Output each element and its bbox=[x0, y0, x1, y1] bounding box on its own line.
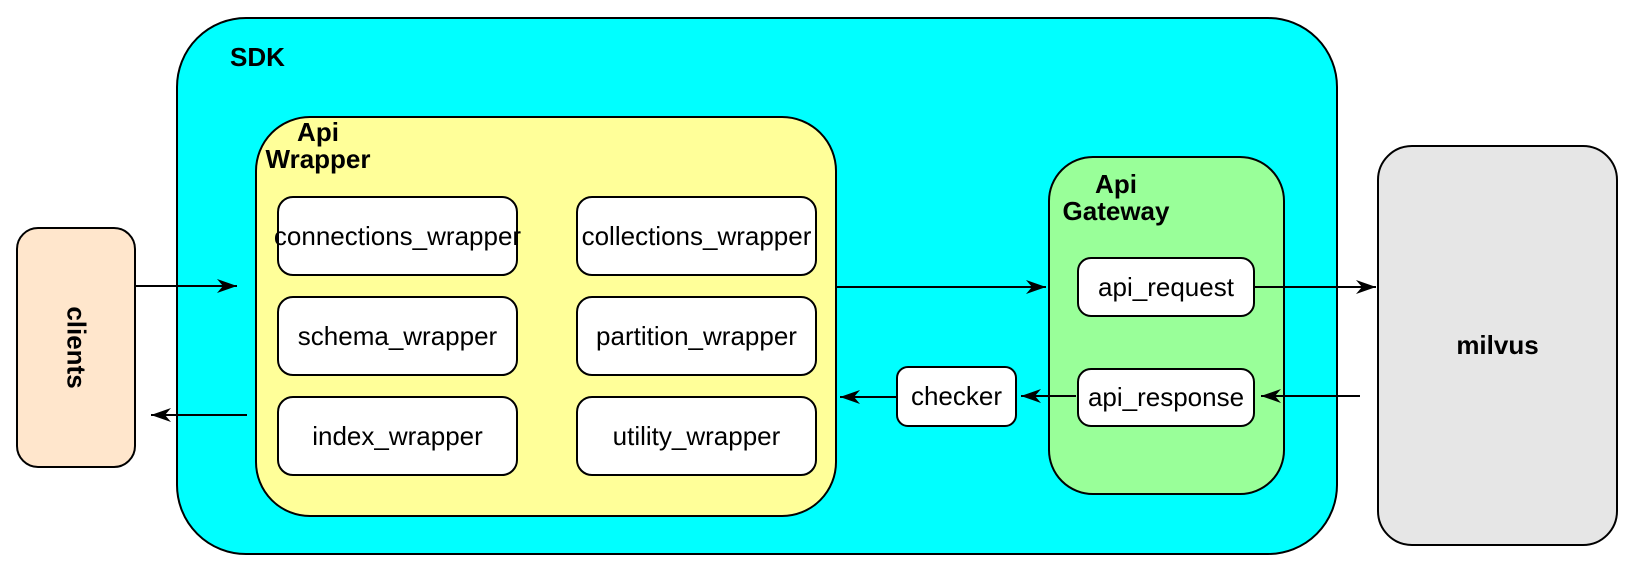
node-api-gateway bbox=[1048, 156, 1285, 495]
partition-wrapper-label: partition_wrapper bbox=[596, 320, 797, 351]
node-milvus: milvus bbox=[1377, 145, 1618, 546]
connections-wrapper-label: connections_wrapper bbox=[273, 220, 522, 251]
api-response-label: api_response bbox=[1087, 382, 1245, 412]
api-request-label: api_request bbox=[1098, 271, 1234, 302]
utility-wrapper-label: utility_wrapper bbox=[612, 420, 781, 451]
node-api-request: api_request bbox=[1077, 257, 1255, 317]
node-connections-wrapper: connections_wrapper bbox=[273, 196, 522, 276]
api-gateway-label: Api Gateway bbox=[1062, 169, 1170, 227]
node-schema-wrapper: schema_wrapper bbox=[277, 296, 518, 376]
schema-wrapper-label: schema_wrapper bbox=[297, 320, 498, 351]
node-api-response: api_response bbox=[1077, 368, 1255, 427]
checker-label: checker bbox=[910, 381, 1003, 411]
node-utility-wrapper: utility_wrapper bbox=[576, 396, 817, 476]
node-collections-wrapper: collections_wrapper bbox=[576, 196, 817, 276]
milvus-label: milvus bbox=[1456, 330, 1539, 360]
node-partition-wrapper: partition_wrapper bbox=[576, 296, 817, 376]
node-clients: clients bbox=[16, 227, 136, 468]
sdk-label: SDK bbox=[230, 42, 285, 72]
clients-label: clients bbox=[61, 306, 92, 389]
node-checker: checker bbox=[896, 366, 1017, 427]
index-wrapper-label: index_wrapper bbox=[312, 420, 483, 451]
node-index-wrapper: index_wrapper bbox=[277, 396, 518, 476]
collections-wrapper-label: collections_wrapper bbox=[581, 220, 812, 251]
api-wrapper-label: Api Wrapper bbox=[265, 117, 371, 175]
